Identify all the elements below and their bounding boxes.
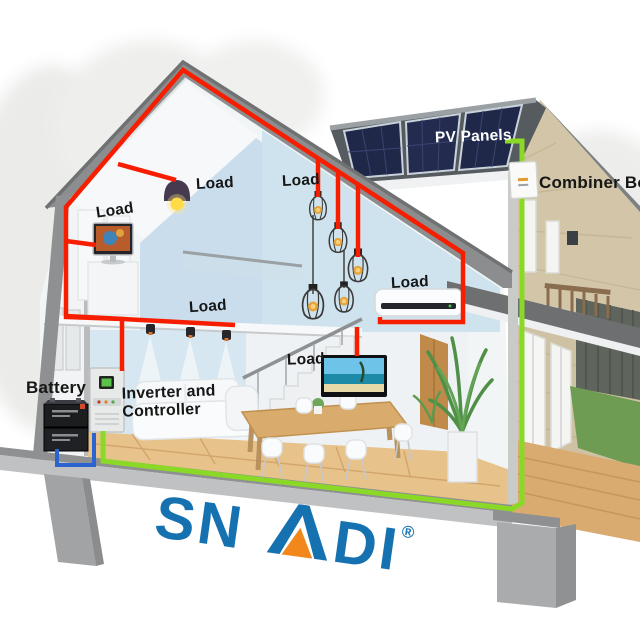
dining-chair <box>261 393 413 464</box>
wire-battery-blue <box>55 433 96 467</box>
pv-panel <box>457 103 524 172</box>
label-load-pendant-lamp: Load <box>195 174 235 193</box>
wire-load-red <box>63 67 466 371</box>
label-pv-panels: PV Panels <box>434 126 513 147</box>
pv-panel <box>404 112 462 176</box>
pv-panel <box>342 120 405 180</box>
potted-plant <box>412 336 494 483</box>
label-inverter-line2: Controller <box>122 401 202 422</box>
logo-letters-di: DI <box>329 508 404 584</box>
label-load-track-spotlights: Load <box>188 296 228 317</box>
air-conditioner-device <box>374 288 464 317</box>
logo-letter-a <box>266 504 328 561</box>
logo-registered-mark: ® <box>401 522 417 543</box>
right-house <box>506 100 640 542</box>
house-corner-trim <box>508 170 518 505</box>
label-load-air-conditioner: Load <box>390 273 430 292</box>
label-combiner-box: Combiner Box <box>539 173 640 192</box>
cage-pendant-lights-device <box>301 191 369 320</box>
wire-pv-green <box>100 138 525 512</box>
logo-letters-sn: SN <box>151 483 249 562</box>
dining-set <box>240 393 413 485</box>
label-load-cage-lights: Load <box>281 171 321 190</box>
label-inverter-controller: Inverter and Controller <box>121 382 216 422</box>
track-spotlights-device <box>146 324 231 341</box>
sofa <box>131 377 260 441</box>
desktop-monitor-device <box>87 222 139 316</box>
label-inverter-line1: Inverter and <box>121 382 216 403</box>
snadi-logo: SN DI ® <box>147 479 438 617</box>
battery-bank <box>43 398 89 452</box>
inverter-device <box>89 367 125 433</box>
left-wall <box>32 194 70 468</box>
label-battery: Battery <box>26 378 86 397</box>
combiner-box-device <box>508 160 539 200</box>
television-device <box>321 355 387 397</box>
porch-roof <box>447 281 640 356</box>
label-load-tv: Load <box>286 350 326 369</box>
pendant-lamp-device <box>163 180 191 214</box>
pv-roof <box>329 97 546 193</box>
